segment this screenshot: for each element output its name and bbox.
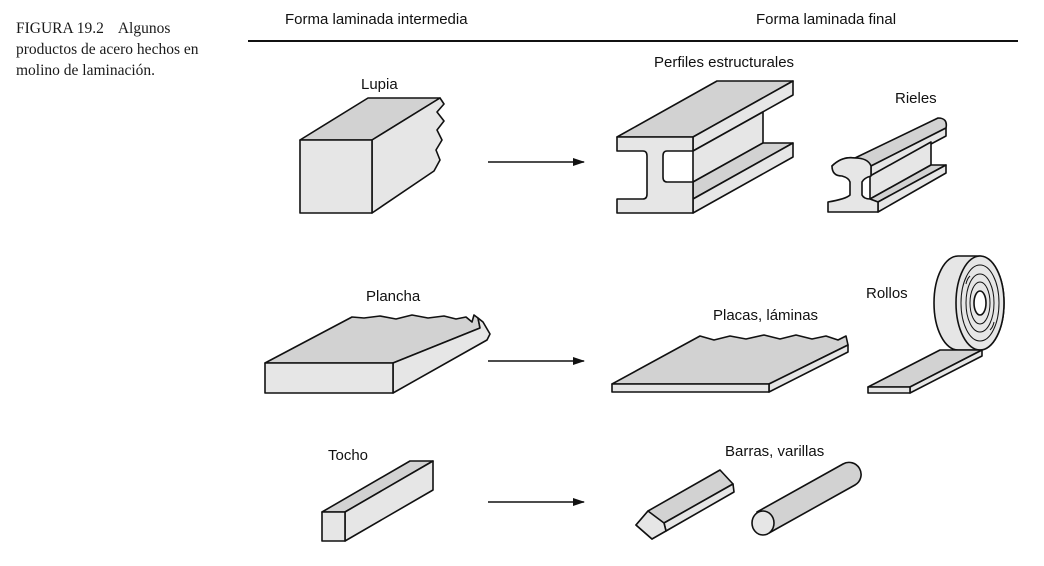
label-plancha: Plancha <box>366 288 421 305</box>
billet-shape <box>321 460 434 542</box>
column-header-final: Forma laminada final <box>756 11 897 28</box>
figure-number: FIGURA 19.2 <box>16 20 104 37</box>
slab-shape <box>264 314 491 394</box>
structural-beam-shape <box>616 80 794 214</box>
label-tocho: Tocho <box>328 447 369 464</box>
bar-shape <box>635 469 735 540</box>
rod-shape <box>751 461 862 536</box>
label-rieles: Rieles <box>895 90 937 107</box>
figure-caption-text: Algunos productos de acero hechos en mol… <box>16 20 199 79</box>
label-lupia: Lupia <box>361 76 398 93</box>
header-rule <box>248 40 1018 42</box>
rail-shape <box>827 117 948 213</box>
label-barras-varillas: Barras, varillas <box>725 443 825 460</box>
bloom-shape <box>299 97 445 214</box>
label-perfiles-estructurales: Perfiles estructurales <box>654 54 795 71</box>
column-header-intermediate: Forma laminada intermedia <box>285 11 468 28</box>
label-placas-laminas: Placas, láminas <box>713 307 819 324</box>
coil-shape <box>867 255 1005 394</box>
plate-shape <box>611 334 849 393</box>
label-rollos: Rollos <box>866 285 908 302</box>
